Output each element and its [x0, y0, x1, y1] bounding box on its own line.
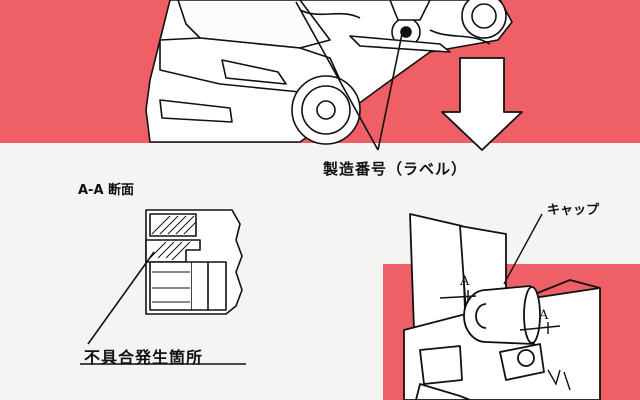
section-title: A-A 断面	[78, 183, 135, 198]
defect-location-label: 不具合発生箇所	[84, 348, 204, 367]
leader-line	[87, 251, 155, 345]
serial-number-label: 製造番号（ラベル）	[323, 160, 468, 178]
section-mark-a-lower: A	[539, 308, 549, 323]
cap-label: キャップ	[547, 203, 600, 218]
section-mark-a-upper: A	[460, 274, 470, 289]
